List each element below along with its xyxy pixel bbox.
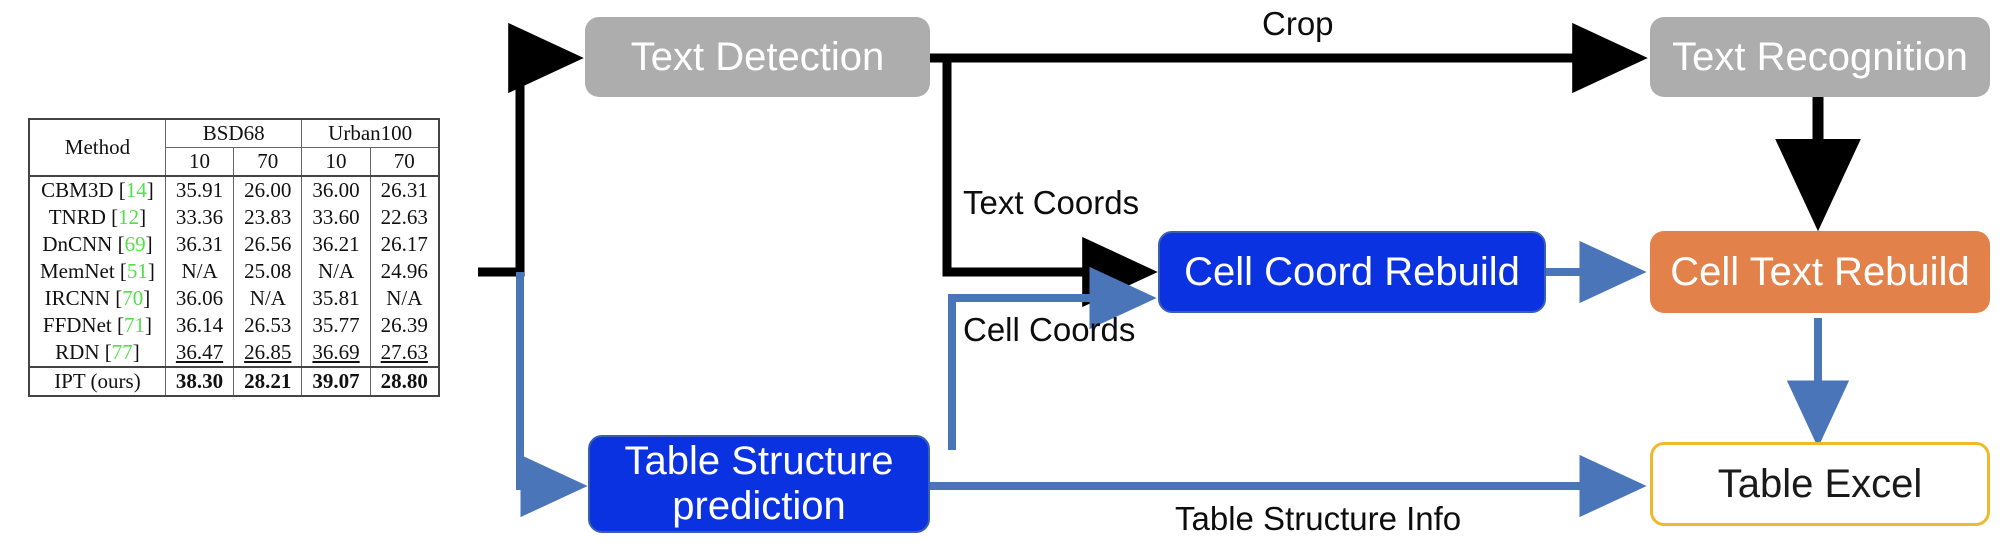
cell-value: 35.77 [301,312,371,339]
edge-label-cell-coords: Cell Coords [963,311,1136,348]
cell-value: 35.81 [301,285,371,312]
cell-method: IRCNN [70] [27,285,166,312]
cell-value: 26.85 [233,339,303,367]
cell-value: 36.69 [301,339,371,367]
cell-value: 33.36 [165,204,235,231]
edge-label-text-coords: Text Coords [963,184,1140,221]
cell-value: 24.96 [370,258,440,285]
cell-method: FFDNet [71] [27,312,166,339]
cell-value: 22.63 [370,204,440,231]
node-table-structure-prediction[interactable]: Table Structure prediction [588,435,930,533]
cell-value: 35.91 [165,175,235,204]
cell-value: N/A [370,285,440,312]
cell-value: 26.39 [370,312,440,339]
reference-number: 14 [125,178,147,202]
cell-value: 28.80 [370,366,440,397]
subheader-bsd68-70: 70 [233,147,303,176]
node-text-detection[interactable]: Text Detection [585,17,930,97]
cell-value: 26.53 [233,312,303,339]
cell-value: N/A [301,258,371,285]
node-text-detection-label: Text Detection [630,34,885,79]
edge-label-crop: Crop [1262,5,1334,42]
header-urban100: Urban100 [301,118,440,148]
cell-value: 36.06 [165,285,235,312]
cell-value: 26.31 [370,175,440,204]
reference-number: 71 [124,313,145,337]
cell-method: DnCNN [69] [27,231,166,258]
cell-value: 26.00 [233,175,303,204]
node-table-excel-label: Table Excel [1717,461,1923,506]
cell-method: RDN [77] [27,339,166,367]
reference-number: 51 [126,259,148,283]
reference-number: 69 [124,232,146,256]
cell-value: 36.00 [301,175,371,204]
cell-value: 28.21 [233,366,303,397]
edge-label-table-structure-info: Table Structure Info [1175,500,1462,537]
header-method: Method [27,118,166,176]
cell-value: 25.08 [233,258,303,285]
reference-number: 70 [122,286,144,310]
cell-value: 36.31 [165,231,235,258]
reference-number: 77 [111,340,133,364]
node-text-recognition[interactable]: Text Recognition [1650,17,1990,97]
node-cell-text-rebuild[interactable]: Cell Text Rebuild [1650,231,1990,313]
node-table-excel[interactable]: Table Excel [1650,442,1990,526]
header-bsd68: BSD68 [165,118,303,148]
cell-method: TNRD [12] [27,204,166,231]
cell-method: IPT (ours) [27,366,166,397]
cell-method: CBM3D [14] [27,175,166,204]
reference-number: 12 [118,205,140,229]
table-header-row-1: Method BSD68 Urban100 [27,118,440,176]
node-cell-coord-rebuild-label: Cell Coord Rebuild [1184,249,1520,294]
cell-value: 26.17 [370,231,440,258]
node-text-recognition-label: Text Recognition [1672,34,1968,79]
cell-value: 23.83 [233,204,303,231]
cell-value: 33.60 [301,204,371,231]
node-table-structure-prediction-label-line2: prediction [672,484,846,528]
subheader-urban100-10: 10 [301,147,371,176]
cell-value: 36.47 [165,339,235,367]
subheader-urban100-70: 70 [370,147,440,176]
subheader-bsd68-10: 10 [165,147,235,176]
results-table: Method BSD68 Urban100 10 70 10 70 CBM3D … [27,118,440,397]
node-cell-text-rebuild-label: Cell Text Rebuild [1670,249,1970,294]
benchmark-table: Method BSD68 Urban100 10 70 10 70 CBM3D … [27,118,478,397]
cell-value: 26.56 [233,231,303,258]
cell-method: MemNet [51] [27,258,166,285]
node-table-structure-prediction-label-line1: Table Structure [624,439,894,484]
cell-value: 27.63 [370,339,440,367]
cell-value: N/A [233,285,303,312]
table-header-row-2: 10 70 10 70 [29,147,440,176]
cell-value: 36.14 [165,312,235,339]
cell-value: 36.21 [301,231,371,258]
cell-value: 39.07 [301,366,371,397]
cell-value: 38.30 [165,366,235,397]
cell-value: N/A [165,258,235,285]
node-cell-coord-rebuild[interactable]: Cell Coord Rebuild [1158,231,1546,313]
